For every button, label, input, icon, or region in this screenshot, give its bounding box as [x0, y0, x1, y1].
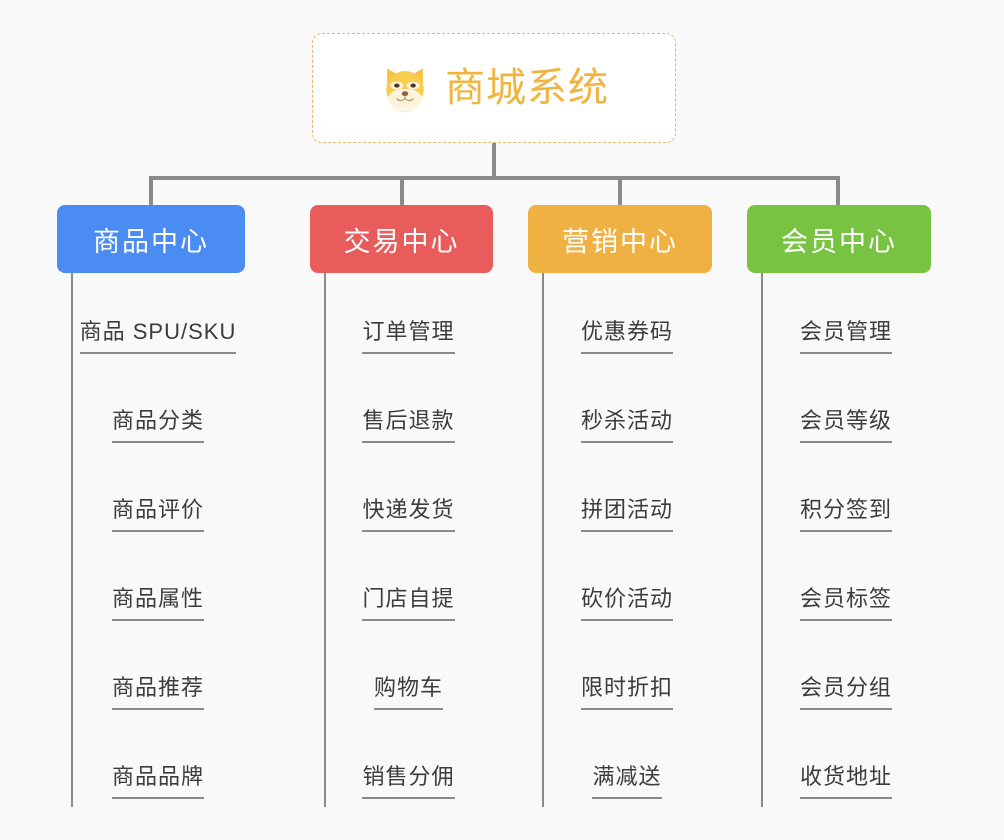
item-label: 会员分组 [799, 675, 892, 700]
category-header-1[interactable]: 交易中心 [310, 205, 493, 273]
list-item[interactable]: 拼团活动 [542, 451, 712, 540]
item-label: 收货地址 [799, 764, 892, 789]
list-item[interactable]: 会员标签 [761, 540, 931, 629]
list-item[interactable]: 限时折扣 [542, 629, 712, 718]
item-label: 优惠券码 [580, 319, 673, 344]
list-item[interactable]: 会员管理 [761, 273, 931, 362]
root-node[interactable]: 商城系统 [312, 33, 676, 143]
list-item[interactable]: 商品 SPU/SKU [71, 273, 245, 362]
list-item[interactable]: 优惠券码 [542, 273, 712, 362]
category-title-2: 营销中心 [562, 226, 678, 257]
branch-column-3: 会员中心 会员管理 会员等级 积分签到 会员标签 会员分组 收货地址 [747, 205, 931, 807]
list-item[interactable]: 订单管理 [324, 273, 493, 362]
list-item[interactable]: 满减送 [542, 718, 712, 807]
item-label: 积分签到 [799, 497, 892, 522]
connector-drop-col-2 [618, 176, 622, 206]
connector-drop-col-1 [400, 176, 404, 206]
item-label: 销售分佣 [362, 764, 455, 789]
column-spine-2 [542, 273, 544, 807]
shiba-dog-face-icon [386, 68, 424, 113]
category-header-0[interactable]: 商品中心 [57, 205, 245, 273]
item-label: 会员标签 [799, 586, 892, 611]
list-item[interactable]: 商品评价 [71, 451, 245, 540]
item-label: 商品分类 [111, 408, 204, 433]
item-label: 商品推荐 [111, 675, 204, 700]
list-item[interactable]: 快递发货 [324, 451, 493, 540]
item-label: 会员管理 [799, 319, 892, 344]
item-label: 商品属性 [111, 586, 204, 611]
item-label: 商品评价 [111, 497, 204, 522]
connector-trunk-bar [149, 176, 839, 180]
list-item[interactable]: 积分签到 [761, 451, 931, 540]
list-item[interactable]: 秒杀活动 [542, 362, 712, 451]
item-label: 订单管理 [362, 319, 455, 344]
item-list-3: 会员管理 会员等级 积分签到 会员标签 会员分组 收货地址 [747, 273, 931, 807]
category-title-0: 商品中心 [93, 226, 209, 257]
list-item[interactable]: 销售分佣 [324, 718, 493, 807]
column-spine-3 [761, 273, 763, 807]
list-item[interactable]: 商品属性 [71, 540, 245, 629]
list-item[interactable]: 门店自提 [324, 540, 493, 629]
item-label: 门店自提 [362, 586, 455, 611]
item-list-2: 优惠券码 秒杀活动 拼团活动 砍价活动 限时折扣 满减送 [528, 273, 712, 807]
item-label: 售后退款 [362, 408, 455, 433]
category-title-1: 交易中心 [343, 226, 460, 257]
list-item[interactable]: 砍价活动 [542, 540, 712, 629]
item-label: 秒杀活动 [580, 408, 673, 433]
branch-column-0: 商品中心 商品 SPU/SKU 商品分类 商品评价 商品属性 商品推荐 商品品牌 [57, 205, 245, 807]
list-item[interactable]: 售后退款 [324, 362, 493, 451]
connector-drop-col-0 [149, 176, 153, 206]
branch-column-1: 交易中心 订单管理 售后退款 快递发货 门店自提 购物车 销售分佣 [310, 205, 493, 807]
item-label: 限时折扣 [580, 675, 673, 700]
item-label: 商品品牌 [111, 764, 204, 789]
item-list-1: 订单管理 售后退款 快递发货 门店自提 购物车 销售分佣 [310, 273, 493, 807]
list-item[interactable]: 商品推荐 [71, 629, 245, 718]
list-item[interactable]: 会员分组 [761, 629, 931, 718]
list-item[interactable]: 会员等级 [761, 362, 931, 451]
category-header-2[interactable]: 营销中心 [528, 205, 712, 273]
item-list-0: 商品 SPU/SKU 商品分类 商品评价 商品属性 商品推荐 商品品牌 [57, 273, 245, 807]
column-spine-1 [324, 273, 326, 807]
connector-root-stem [492, 143, 496, 179]
branch-column-2: 营销中心 优惠券码 秒杀活动 拼团活动 砍价活动 限时折扣 满减送 [528, 205, 712, 807]
list-item[interactable]: 收货地址 [761, 718, 931, 807]
item-label: 拼团活动 [580, 497, 673, 522]
category-title-3: 会员中心 [781, 226, 897, 257]
category-header-3[interactable]: 会员中心 [747, 205, 931, 273]
list-item[interactable]: 商品品牌 [71, 718, 245, 807]
item-label: 购物车 [373, 675, 443, 700]
item-label: 会员等级 [799, 408, 892, 433]
list-item[interactable]: 商品分类 [71, 362, 245, 451]
item-label: 满减送 [592, 764, 662, 789]
item-label: 快递发货 [362, 497, 455, 522]
item-label: 砍价活动 [580, 586, 673, 611]
item-label: 商品 SPU/SKU [79, 319, 237, 344]
list-item[interactable]: 购物车 [324, 629, 493, 718]
column-spine-0 [71, 273, 73, 807]
connector-drop-col-3 [836, 176, 840, 206]
root-title: 商城系统 [445, 66, 609, 110]
